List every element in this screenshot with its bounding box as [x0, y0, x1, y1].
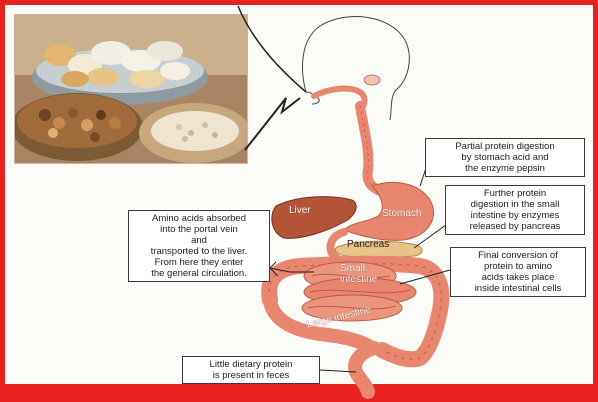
callout-pancreas: Further protein digestion in the small i…	[445, 185, 585, 235]
small-intestine-label-2: intestine	[340, 274, 377, 285]
callout-intestinal-line-3: acids takes place	[455, 272, 581, 283]
callout-feces-line-2: is present in feces	[187, 370, 315, 381]
callout-line-top	[238, 6, 306, 92]
callout-stomach-line-3: the enzyme pepsin	[430, 163, 580, 174]
liver-label: Liver	[289, 205, 311, 216]
callout-portal-line-6: the general circulation.	[133, 268, 265, 279]
callout-intestinal-line-2: protein to amino	[455, 261, 581, 272]
callout-portal-vein: Amino acids absorbed into the portal vei…	[128, 210, 270, 282]
callout-stomach-line-1: Partial protein digestion	[430, 141, 580, 152]
callout-pancreas-line-2: digestion in the small	[450, 199, 580, 210]
callout-pancreas-line-1: Further protein	[450, 188, 580, 199]
callout-feces-line-1: Little dietary protein	[187, 359, 315, 370]
stomach-label: Stomach	[382, 208, 421, 219]
callout-portal-line-2: into the portal vein	[133, 224, 265, 235]
callout-stomach-line-2: by stomach acid and	[430, 152, 580, 163]
zigzag-pointer	[245, 98, 300, 150]
callout-stomach: Partial protein digestion by stomach aci…	[425, 138, 585, 177]
callout-intestinal-line-1: Final conversion of	[455, 250, 581, 261]
callout-portal-line-3: and	[133, 235, 265, 246]
callout-portal-line-4: transported to the liver.	[133, 246, 265, 257]
rectum	[355, 348, 374, 392]
salivary-gland	[364, 75, 380, 85]
small-intestine-label-1: Small	[340, 263, 365, 274]
callout-intestinal-cells: Final conversion of protein to amino aci…	[450, 247, 586, 297]
callout-portal-line-1: Amino acids absorbed	[133, 213, 265, 224]
callout-pancreas-line-3: intestine by enzymes	[450, 210, 580, 221]
pancreas-label: Pancreas	[347, 239, 389, 250]
callout-pancreas-line-4: released by pancreas	[450, 221, 580, 232]
callout-feces: Little dietary protein is present in fec…	[182, 356, 320, 384]
callout-portal-line-5: From here they enter	[133, 257, 265, 268]
callout-intestinal-line-4: inside intestinal cells	[455, 283, 581, 294]
